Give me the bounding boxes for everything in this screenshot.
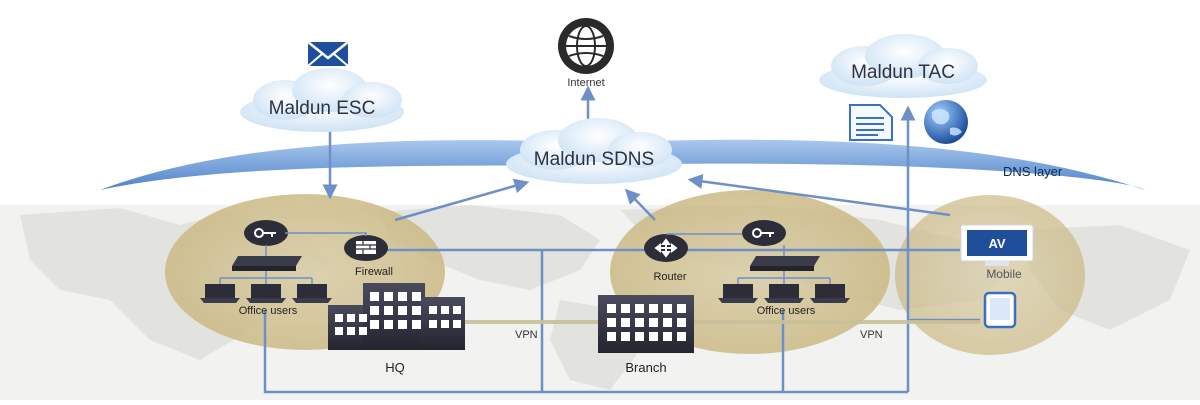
hq-office-users-label: Office users: [239, 305, 298, 317]
internet-node: [558, 18, 614, 74]
esc-label: Maldun ESC: [269, 98, 376, 119]
hq-switch-icon: [232, 256, 302, 271]
sdns-cloud: [506, 118, 682, 184]
earth-icon: [924, 100, 968, 144]
tablet-icon: [983, 291, 1017, 329]
mobile-label: Mobile: [986, 267, 1022, 281]
dns-layer-label: DNS layer: [1003, 164, 1063, 179]
router-icon: [644, 234, 688, 262]
esc-cloud: [240, 68, 404, 132]
laptop-icon: [810, 284, 850, 303]
internet-label: Internet: [567, 77, 604, 89]
laptop-icon: [292, 284, 332, 303]
laptop-icon: [718, 284, 758, 303]
firewall-icon: [344, 235, 388, 261]
vpn-label-hq-branch: VPN: [515, 329, 538, 341]
laptop-icon: [764, 284, 804, 303]
laptop-icon: [246, 284, 286, 303]
branch-office-users-label: Office users: [757, 305, 816, 317]
branch-label: Branch: [625, 360, 666, 375]
hq-key-icon: [244, 220, 288, 246]
router-label: Router: [653, 271, 686, 283]
tac-cloud: [819, 34, 987, 98]
hq-lan-lines: [219, 232, 367, 284]
av-label: AV: [988, 236, 1005, 251]
hq-label: HQ: [385, 360, 405, 375]
vpn-label-branch-mobile: VPN: [860, 329, 883, 341]
monitor-icon: [960, 224, 1034, 266]
dns-layer-band: [100, 139, 1145, 190]
branch-key-icon: [742, 220, 786, 246]
firewall-label: Firewall: [355, 266, 393, 278]
tac-label: Maldun TAC: [851, 62, 955, 83]
branch-switch-icon: [750, 256, 820, 271]
document-icon: [849, 104, 893, 141]
hq-building-icon: [328, 283, 465, 350]
laptop-icon: [200, 284, 240, 303]
branch-building-icon: [598, 295, 694, 353]
branch-lan-lines: [666, 233, 831, 284]
mobile-site-circle: [895, 195, 1085, 355]
envelope-icon: [307, 41, 349, 67]
sdns-label: Maldun SDNS: [534, 149, 654, 170]
